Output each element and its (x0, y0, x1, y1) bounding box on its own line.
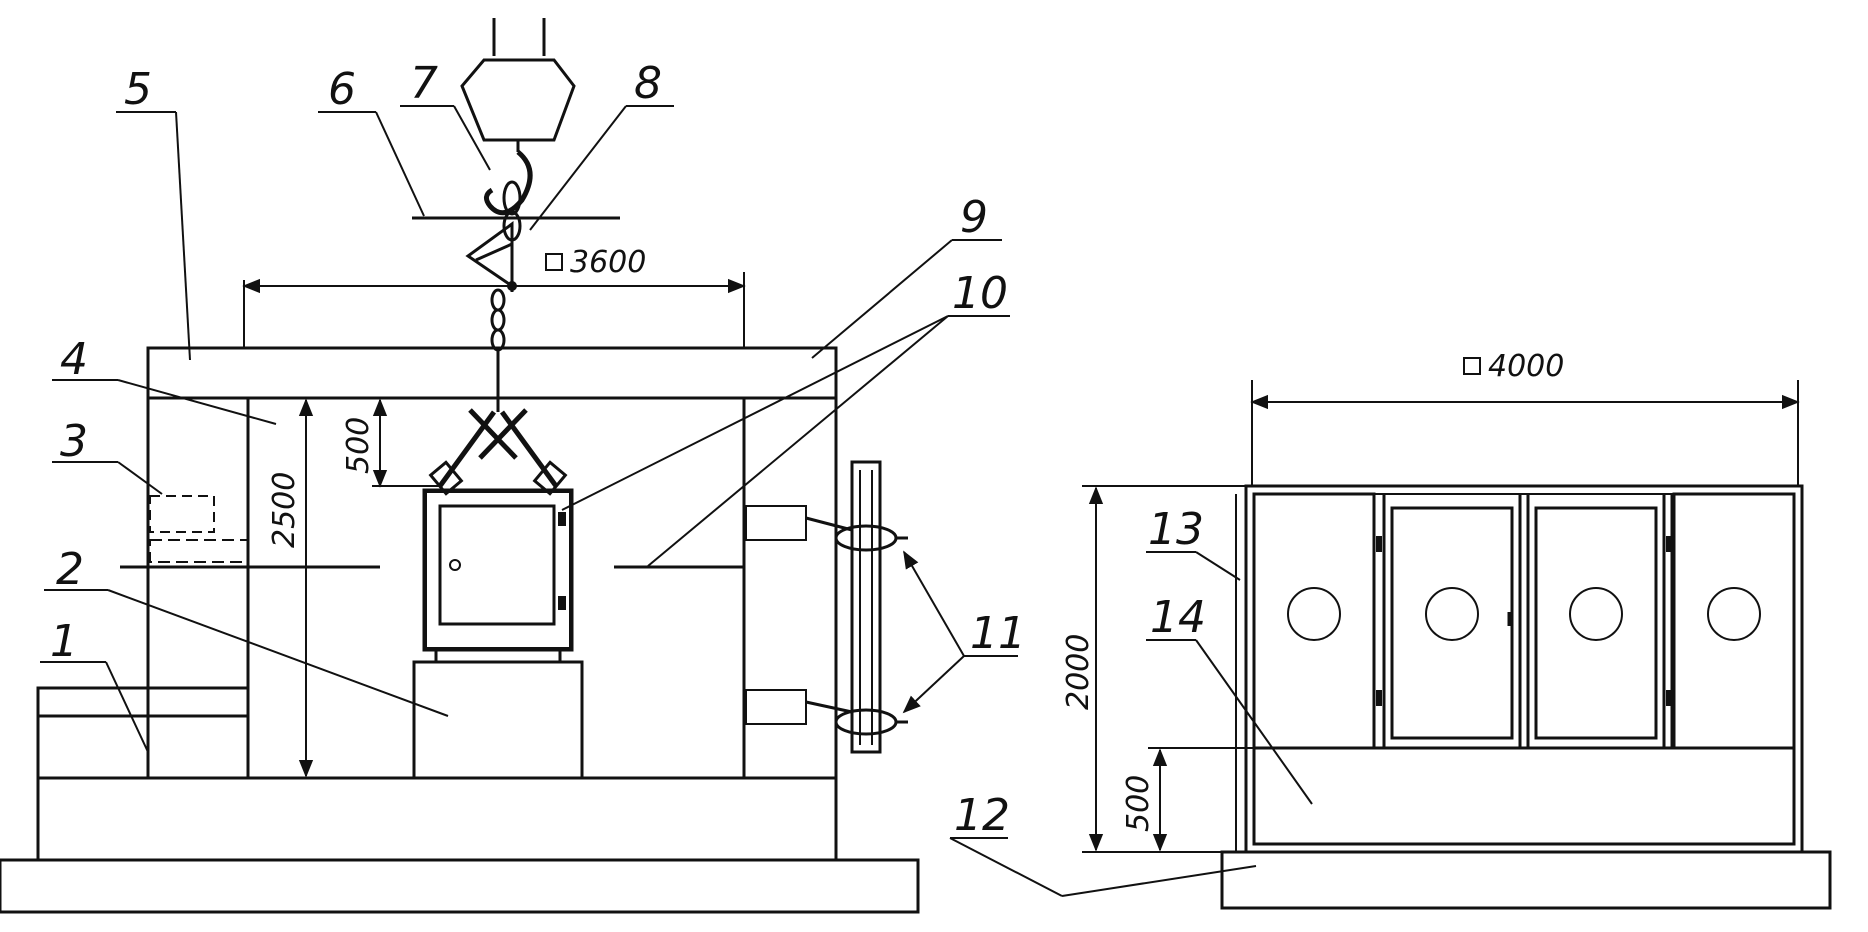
dimension-2000: 2000 (1061, 485, 1246, 853)
entrance-platform (36, 714, 250, 780)
pipe-clamp-upper (834, 524, 898, 552)
enclosure-frame (1244, 484, 1804, 854)
dim-500-right-text: 500 (1121, 775, 1156, 832)
callout-11: 11 (970, 608, 1026, 659)
dimension-500-left: 500 (341, 398, 440, 488)
plinth (1252, 746, 1796, 846)
callout-9: 9 (960, 192, 988, 243)
switchgear-cabinet (422, 488, 574, 664)
entrance-step (36, 686, 250, 718)
dim-500-left-text: 500 (341, 417, 376, 474)
dimension-500-right: 500 (1121, 748, 1168, 852)
dim-3600-text: 3600 (570, 245, 646, 280)
callout-6: 6 (328, 64, 356, 115)
callout-leaders (40, 105, 1313, 897)
vent-grille-1 (1287, 587, 1341, 641)
callout-12: 12 (954, 790, 1010, 841)
right-wall (742, 396, 838, 780)
callout-4: 4 (60, 334, 88, 385)
brick-pedestal (412, 660, 584, 780)
dimension-2500: 2500 (267, 398, 314, 778)
lifting-slings (428, 408, 568, 496)
crane-hook (460, 18, 576, 292)
callout-10: 10 (952, 268, 1008, 319)
left-section-view: 3600 2500 500 (0, 18, 920, 914)
lifting-chain (490, 288, 506, 412)
vent-grille-2 (1425, 587, 1479, 641)
dim-2000-text: 2000 (1061, 634, 1096, 710)
vent-grille-3 (1569, 587, 1623, 641)
vent-pipe (805, 460, 908, 754)
callout-13: 13 (1148, 504, 1204, 555)
dimension-4000: 4000 (1250, 349, 1800, 486)
ground-slab-left (0, 858, 920, 914)
callout-1: 1 (50, 616, 78, 667)
dim-2500-text: 2500 (267, 472, 302, 548)
callout-14: 14 (1150, 592, 1206, 643)
left-wall (146, 396, 250, 780)
callout-7: 7 (410, 58, 438, 109)
dimension-3600: 3600 (242, 245, 746, 348)
callout-5: 5 (124, 64, 152, 115)
roof-slab (146, 346, 838, 400)
vent-grille-4 (1707, 587, 1761, 641)
callout-3: 3 (60, 416, 88, 467)
right-elevation-view: 4000 2000 500 (1061, 349, 1832, 910)
dim-4000-text: 4000 (1488, 349, 1564, 384)
callout-2: 2 (56, 544, 84, 595)
pipe-clamp-lower (834, 708, 898, 736)
callout-8: 8 (634, 58, 662, 109)
floor-slab (36, 776, 838, 862)
callout-numbers: 1 2 3 4 5 6 7 8 9 10 11 12 13 14 (50, 58, 1206, 841)
ground-slab-right (1220, 850, 1832, 910)
